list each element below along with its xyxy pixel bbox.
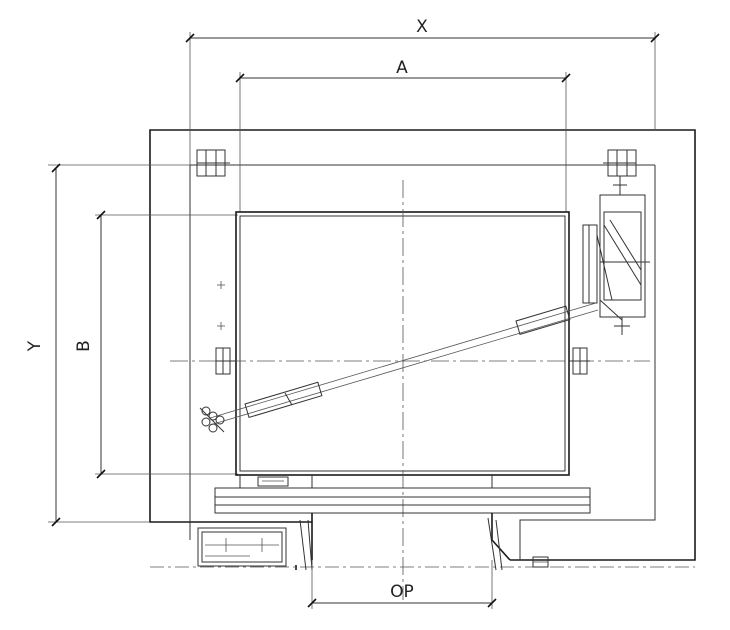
dimension-b-label: B [74,340,94,352]
shaft-wall [149,129,696,570]
rope-linkage [199,302,599,433]
counterweight-rail-top-left [196,149,230,177]
dimension-op: OP [307,560,497,609]
car-guide-rail-right [569,347,590,375]
counterweight-assembly [582,194,650,335]
dimension-a: A [235,58,571,212]
dimension-x: X [185,17,660,165]
center-lines [170,180,650,600]
marker-crosses [217,281,225,330]
dimension-a-label: A [396,58,408,78]
dimension-b: B [74,210,238,479]
car-guide-rail-left [215,347,236,375]
door-sill [214,475,591,514]
dimension-y: Y [25,163,190,527]
elevator-car [235,211,570,476]
junction-box [532,556,549,568]
hall-control-panel [197,527,287,567]
counterweight-rail-top-right [603,149,637,195]
landing-door-frame [299,513,511,571]
dimension-op-label: OP [390,582,414,602]
dimension-y-label: Y [25,340,45,352]
dimension-x-label: X [416,17,428,37]
